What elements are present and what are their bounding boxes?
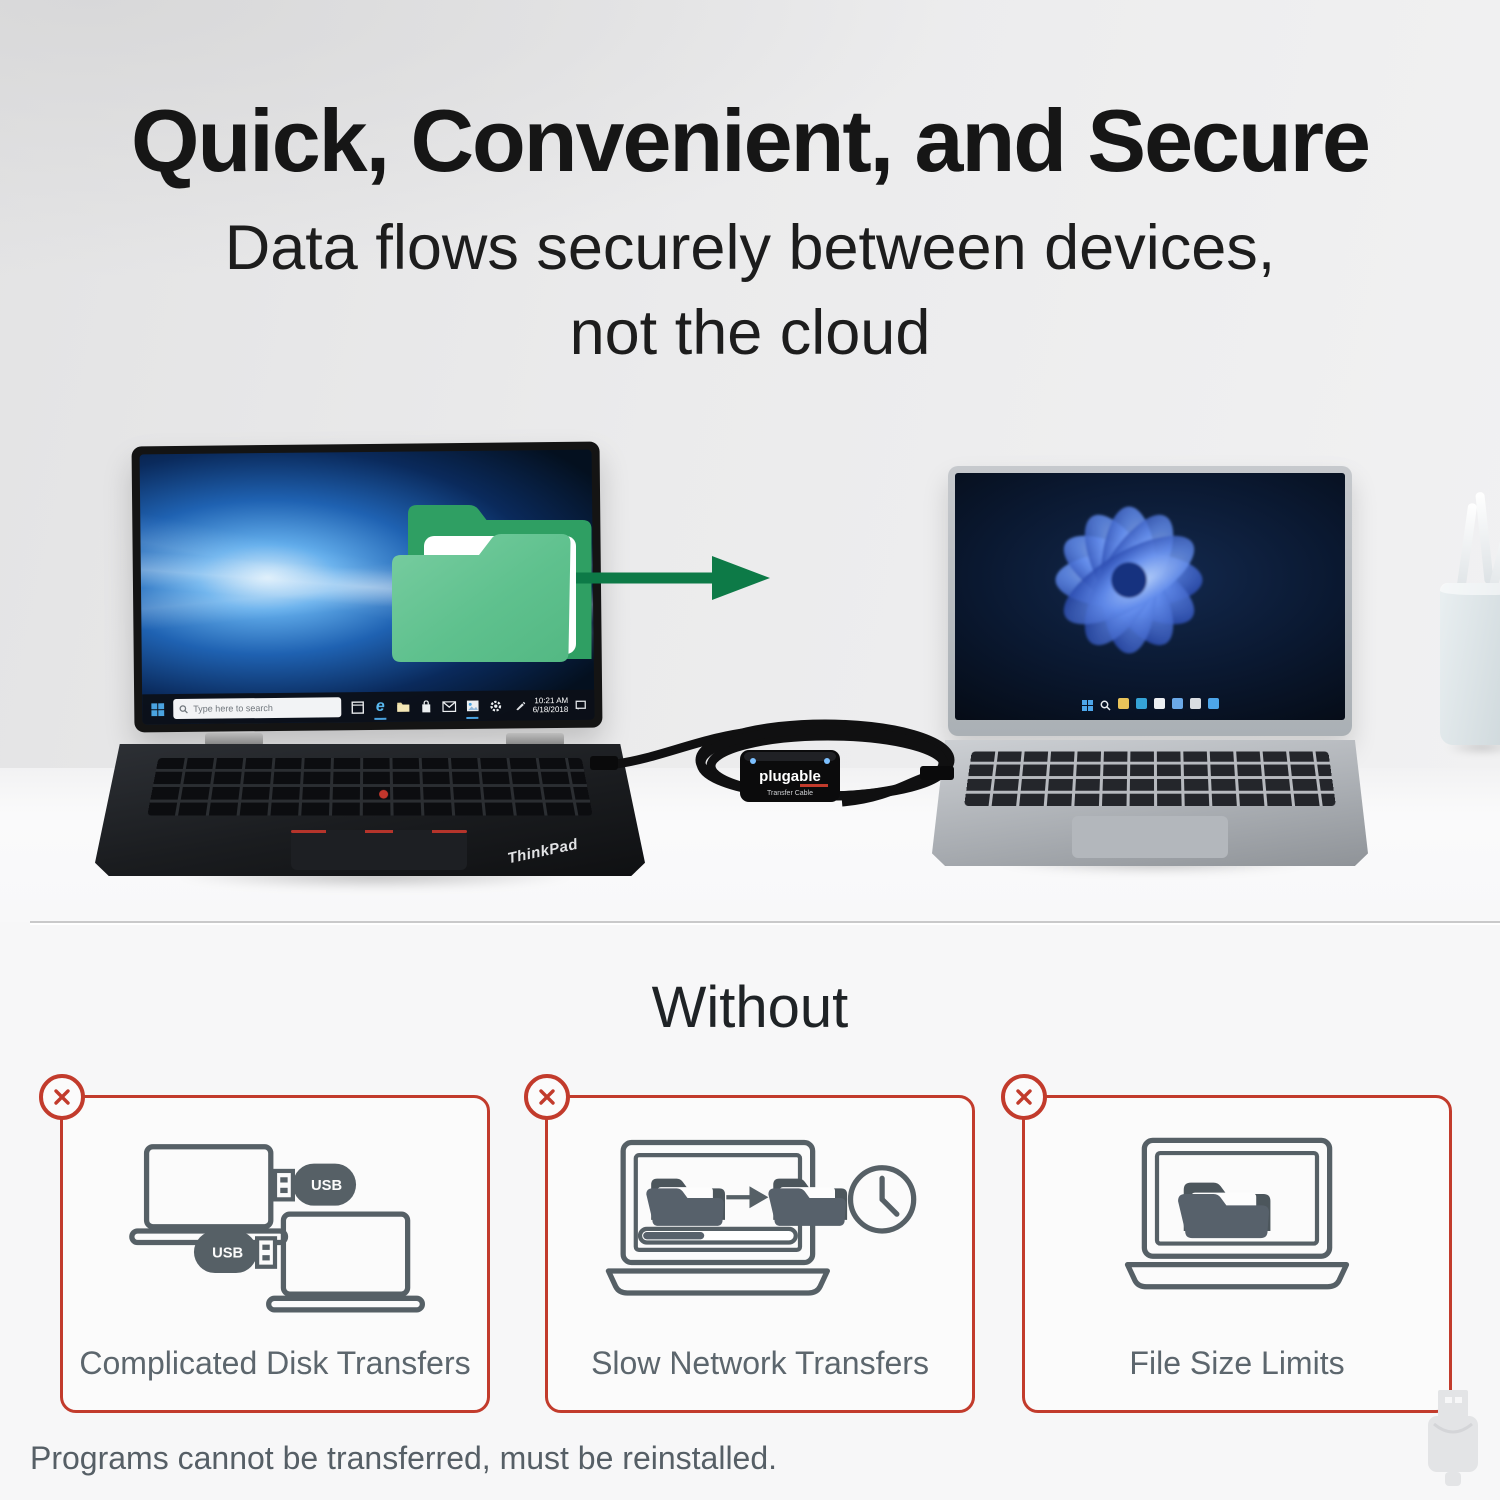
left-laptop-keyboard <box>147 757 593 816</box>
right-laptop-touchpad <box>1072 816 1228 858</box>
photos-icon <box>1171 698 1183 709</box>
taskbar-search-box: Type here to search <box>173 697 342 720</box>
task-view-icon <box>350 700 364 714</box>
cable-electronics-box: plugable Transfer Cable <box>740 750 840 802</box>
file-explorer-icon <box>396 700 410 714</box>
windows11-wallpaper <box>955 473 1345 720</box>
page-subtitle: Data flows securely between devices, not… <box>0 206 1500 376</box>
cable-product-label: Transfer Cable <box>767 790 813 797</box>
search-icon <box>179 704 188 713</box>
cable-brand-label: plugable <box>759 768 821 785</box>
windows-ink-pen-icon <box>516 701 526 711</box>
status-led <box>750 758 756 764</box>
folder-icon <box>1178 1182 1271 1239</box>
svg-text:USB: USB <box>311 1178 342 1194</box>
status-led <box>824 758 830 764</box>
left-laptop-screen: Type here to search e <box>131 441 603 733</box>
x-badge <box>524 1074 570 1120</box>
usb-plug-watermark-icon <box>1428 1390 1478 1486</box>
usb-drive-icon: USB <box>193 1230 278 1274</box>
without-card-file-size: File Size Limits <box>1001 1074 1452 1413</box>
notifications-icon <box>575 700 586 710</box>
pen-cup <box>1440 583 1500 745</box>
trackpoint-button-stripes <box>291 830 467 833</box>
windows10-taskbar: Type here to search e <box>142 689 595 725</box>
laptops-usb-drives-icon: USB USB <box>63 1118 487 1346</box>
taskbar-clock: 10:21 AM 6/18/2018 <box>533 696 569 714</box>
x-badge <box>39 1074 85 1120</box>
windows11-bloom-flower <box>1055 506 1203 654</box>
edge-icon: e <box>373 698 387 720</box>
laptop-folders-clock-icon <box>548 1118 972 1346</box>
taskbar-date: 6/18/2018 <box>532 704 569 715</box>
usb-drive-icon: USB <box>272 1163 357 1206</box>
without-card-disk-transfers: USB USB Complicated Disk Transfers <box>39 1074 490 1413</box>
left-laptop-hinge <box>506 733 564 746</box>
edge-icon <box>1135 698 1147 709</box>
taskbar-time: 10:21 AM <box>534 695 569 706</box>
windows11-taskbar <box>955 698 1345 716</box>
start-icon <box>150 702 164 716</box>
card-caption: Slow Network Transfers <box>591 1345 929 1381</box>
start-icon <box>1081 698 1093 716</box>
transfer-arrow-icon <box>576 556 770 600</box>
transfer-cable: plugable Transfer Cable <box>590 719 955 807</box>
right-laptop-keyboard-deck <box>932 740 1368 866</box>
settings-gear-icon <box>488 699 502 713</box>
usb-plug-left <box>590 756 618 770</box>
card-caption: Complicated Disk Transfers <box>79 1345 471 1381</box>
trackpoint-red-dot <box>379 789 389 799</box>
clock-icon <box>879 1175 900 1217</box>
task-view-icon <box>1207 698 1219 709</box>
progress-bar <box>637 1226 798 1245</box>
folder-icon <box>768 1178 848 1226</box>
card-caption: File Size Limits <box>1129 1345 1345 1381</box>
x-icon <box>54 1089 70 1105</box>
folder-icon <box>646 1178 725 1226</box>
left-laptop-touchpad <box>291 830 467 870</box>
section-divider-line <box>30 921 1500 923</box>
file-transfer-graphic <box>392 505 770 662</box>
store-icon <box>419 699 433 713</box>
subtitle-line-1: Data flows securely between devices, <box>224 213 1276 283</box>
mail-icon <box>442 699 457 713</box>
taskbar-system-tray: 10:21 AM 6/18/2018 <box>516 696 587 715</box>
store-icon <box>1153 698 1165 709</box>
left-laptop-keyboard-deck: ThinkPad <box>95 744 645 876</box>
right-laptop-screen <box>948 466 1352 736</box>
windows10-wallpaper: Type here to search e <box>139 449 595 725</box>
arrow-icon <box>726 1186 769 1209</box>
x-icon <box>1016 1089 1032 1105</box>
thinkpad-logo: ThinkPad <box>506 835 580 868</box>
photos-icon <box>465 699 479 719</box>
laptop-folder-icon <box>1025 1118 1449 1346</box>
left-laptop-hinge <box>205 733 263 746</box>
chat-icon <box>1189 698 1201 709</box>
search-placeholder: Type here to search <box>193 702 273 714</box>
without-card-network-transfers: Slow Network Transfers <box>524 1074 975 1413</box>
file-explorer-icon <box>1117 698 1129 709</box>
x-badge <box>1001 1074 1047 1120</box>
without-heading: Without <box>651 975 849 1040</box>
active-app-underline <box>466 716 479 719</box>
active-app-underline <box>374 717 387 720</box>
svg-text:USB: USB <box>212 1245 243 1261</box>
footnote: Programs cannot be transferred, must be … <box>30 1440 778 1476</box>
subtitle-line-2: not the cloud <box>569 298 931 368</box>
usb-plug-right <box>920 766 954 780</box>
x-icon <box>539 1089 555 1105</box>
search-icon <box>1100 698 1111 716</box>
green-folder-icon <box>392 505 592 662</box>
page-title: Quick, Convenient, and Secure <box>131 91 1371 190</box>
